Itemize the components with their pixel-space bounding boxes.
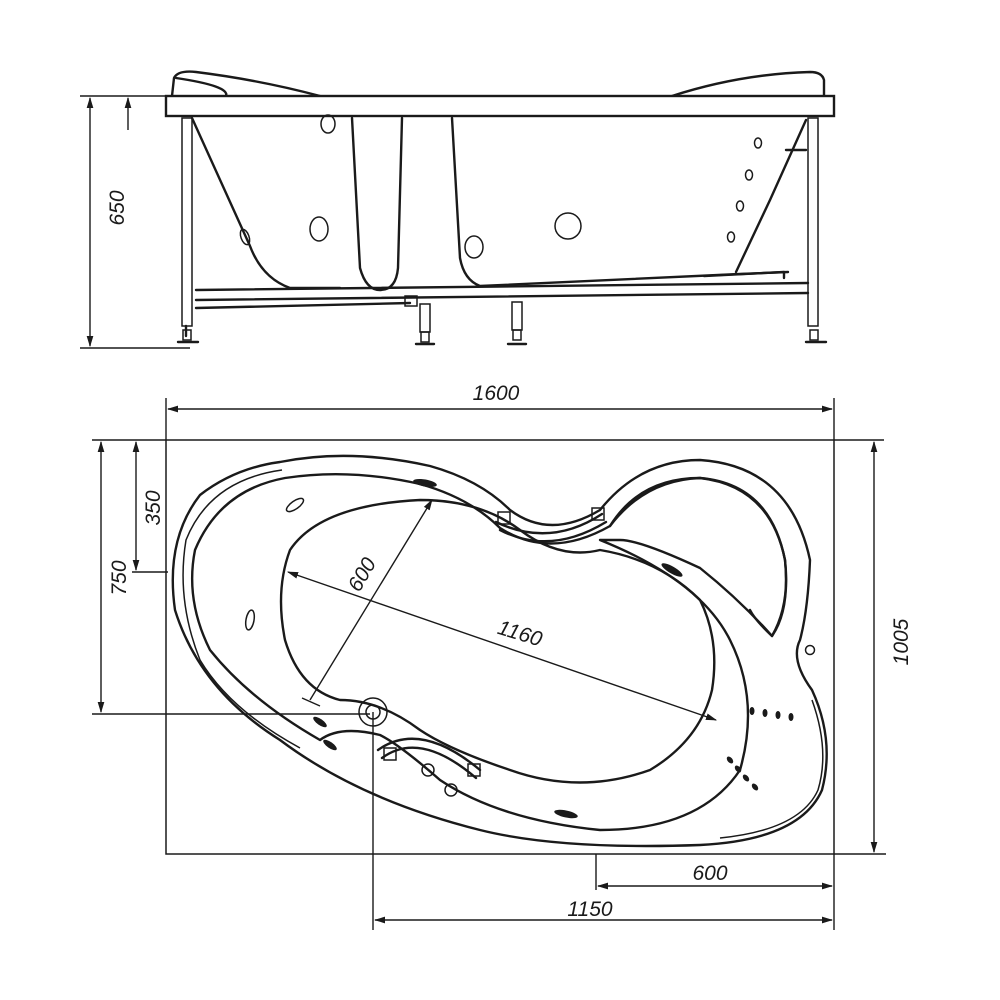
dim-overall-depth: 1005	[890, 618, 913, 665]
left-headrest	[170, 70, 322, 98]
tub-basin	[279, 498, 716, 784]
center-leg-1	[419, 303, 431, 333]
jet-icon	[464, 235, 484, 259]
jet-icon	[753, 137, 763, 149]
dim-overall-width: 1600	[473, 382, 520, 405]
tub-body-right	[734, 118, 808, 274]
jet-icon	[554, 809, 578, 819]
top-handle	[494, 512, 604, 535]
right-headrest	[670, 70, 826, 98]
right-seat	[608, 476, 788, 638]
inner-width-dim	[309, 499, 433, 701]
jet-icon	[444, 783, 458, 797]
jet-icon	[554, 212, 582, 240]
side-view: 650	[80, 70, 836, 349]
jet-icon	[285, 497, 305, 513]
tub-body-left	[190, 116, 342, 290]
dim-bottom-length: 1150	[567, 898, 612, 921]
jet-icon	[320, 114, 336, 134]
jet-icon	[323, 739, 337, 751]
jet-icon	[735, 200, 745, 212]
left-leg	[181, 117, 193, 327]
dim-left-depth: 750	[108, 560, 131, 595]
dim-inner-width: 600	[344, 554, 382, 596]
jet-icon	[421, 763, 435, 777]
center-leg-2	[511, 301, 523, 331]
dim-height: 650	[106, 190, 129, 225]
tub-outer-shell	[171, 454, 828, 848]
right-leg	[807, 117, 819, 327]
jet-icon	[244, 609, 256, 631]
tub-rim	[164, 94, 836, 118]
jet-icon	[413, 478, 437, 488]
jet-icon	[744, 169, 754, 181]
dim-bottom-offset: 600	[692, 862, 727, 885]
tub-divider	[350, 116, 404, 292]
bounding-box	[165, 439, 835, 855]
inner-length-dim	[286, 571, 718, 721]
jet-icon	[726, 231, 736, 243]
tub-inner-rim	[190, 472, 788, 832]
jet-icon	[309, 216, 329, 242]
top-view: 1160 600 1600 1005 750 350 600 1150	[92, 382, 913, 930]
bottom-handle	[376, 737, 482, 772]
jet-icon	[313, 716, 327, 728]
overflow-icon	[804, 644, 816, 656]
dim-left-offset: 350	[142, 490, 165, 525]
